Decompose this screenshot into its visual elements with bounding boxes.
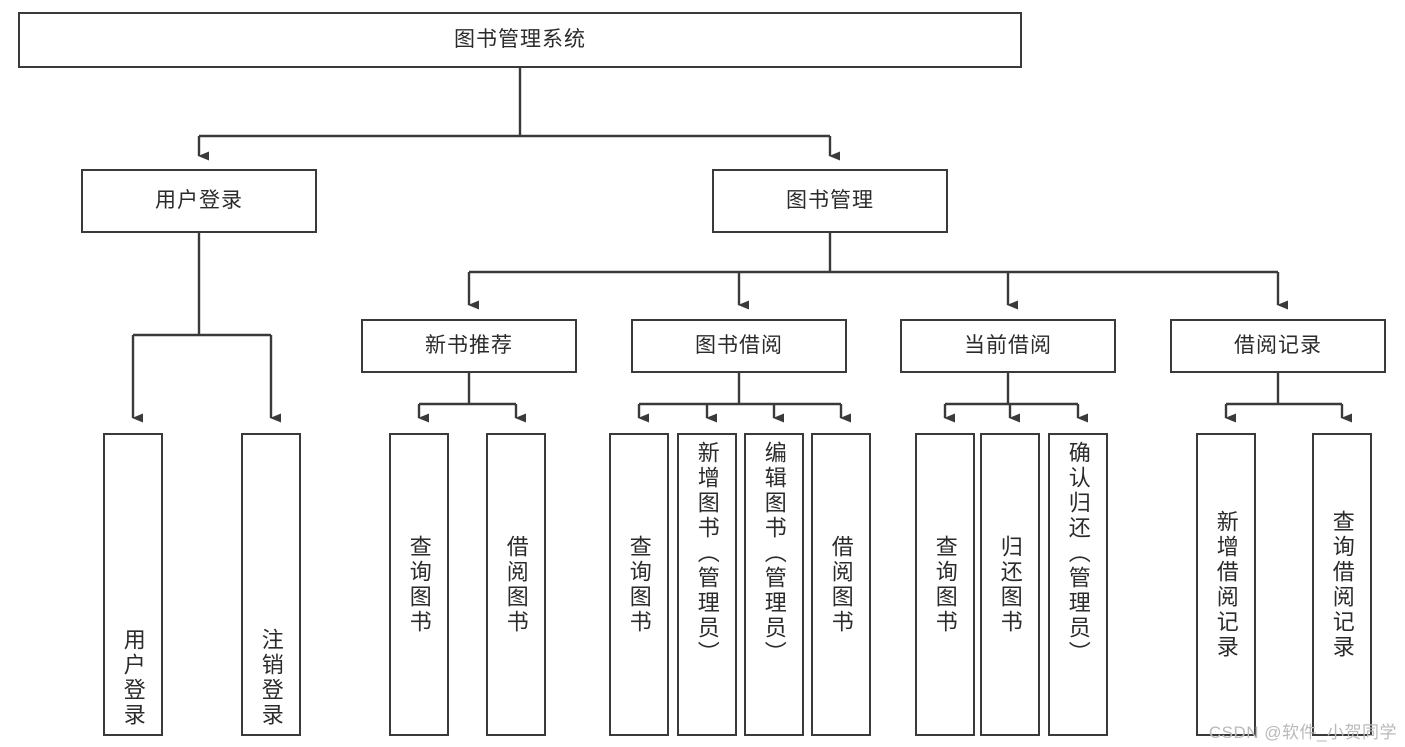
node-leaf-query-book-2-label: 查询图书 <box>626 534 652 635</box>
node-borrow-record-label: 借阅记录 <box>1234 334 1322 358</box>
node-leaf-user-logout-label: 注销登录 <box>258 628 284 728</box>
node-leaf-query-book-3[interactable]: 查询图书 <box>915 433 975 736</box>
node-new-book-recommend[interactable]: 新书推荐 <box>361 319 577 373</box>
node-book-borrow-label: 图书借阅 <box>695 334 783 358</box>
node-leaf-confirm-return[interactable]: 确认归还（管理员） <box>1048 433 1108 736</box>
node-user-login[interactable]: 用户登录 <box>81 169 317 233</box>
node-leaf-add-record[interactable]: 新增借阅记录 <box>1196 433 1256 736</box>
node-leaf-query-book-1-label: 查询图书 <box>406 534 432 635</box>
node-leaf-user-login-label: 用户登录 <box>120 628 146 728</box>
node-leaf-return-book-label: 归还图书 <box>997 534 1023 635</box>
node-borrow-record[interactable]: 借阅记录 <box>1170 319 1386 373</box>
watermark-text: CSDN @软件_小贺同学 <box>1208 723 1397 742</box>
node-leaf-user-logout[interactable]: 注销登录 <box>241 433 301 736</box>
node-root-label: 图书管理系统 <box>454 28 586 52</box>
node-book-manage-label: 图书管理 <box>786 189 874 213</box>
node-leaf-borrow-book-2-label: 借阅图书 <box>828 534 854 635</box>
node-current-borrow[interactable]: 当前借阅 <box>900 319 1116 373</box>
node-new-book-recommend-label: 新书推荐 <box>425 334 513 358</box>
node-user-login-label: 用户登录 <box>155 189 243 213</box>
node-leaf-add-book[interactable]: 新增图书（管理员） <box>677 433 737 736</box>
node-root[interactable]: 图书管理系统 <box>18 12 1022 68</box>
node-leaf-query-book-3-label: 查询图书 <box>932 534 958 635</box>
node-leaf-confirm-return-label: 确认归还（管理员） <box>1065 441 1091 666</box>
node-leaf-query-record[interactable]: 查询借阅记录 <box>1312 433 1372 736</box>
node-leaf-add-book-label: 新增图书（管理员） <box>694 441 720 666</box>
node-leaf-add-record-label: 新增借阅记录 <box>1213 509 1239 660</box>
node-leaf-borrow-book-2[interactable]: 借阅图书 <box>811 433 871 736</box>
node-book-manage[interactable]: 图书管理 <box>712 169 948 233</box>
node-leaf-borrow-book-1[interactable]: 借阅图书 <box>486 433 546 736</box>
node-leaf-query-book-2[interactable]: 查询图书 <box>609 433 669 736</box>
node-current-borrow-label: 当前借阅 <box>964 334 1052 358</box>
node-leaf-return-book[interactable]: 归还图书 <box>980 433 1040 736</box>
node-leaf-borrow-book-1-label: 借阅图书 <box>503 534 529 635</box>
node-leaf-edit-book[interactable]: 编辑图书（管理员） <box>744 433 804 736</box>
node-leaf-query-book-1[interactable]: 查询图书 <box>389 433 449 736</box>
node-leaf-user-login[interactable]: 用户登录 <box>103 433 163 736</box>
node-leaf-query-record-label: 查询借阅记录 <box>1329 509 1355 660</box>
node-book-borrow[interactable]: 图书借阅 <box>631 319 847 373</box>
node-leaf-edit-book-label: 编辑图书（管理员） <box>761 441 787 666</box>
